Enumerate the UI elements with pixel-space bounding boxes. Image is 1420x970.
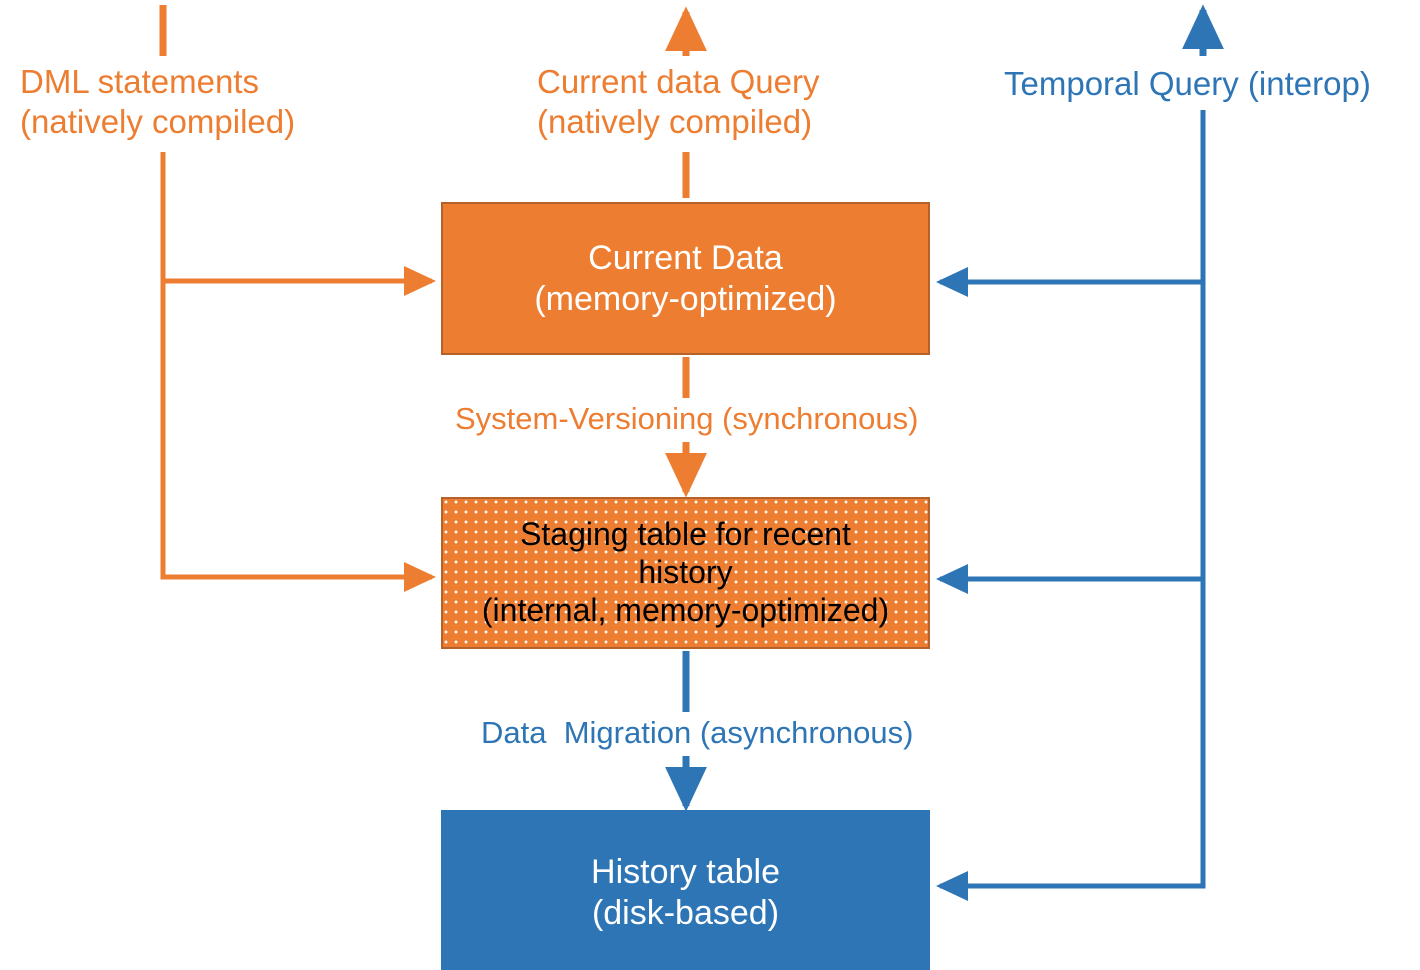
node-history-table[interactable]: History table (disk-based) [441,810,930,970]
label-current-data-query: Current data Query (natively compiled) [537,63,820,140]
node-history-table-label: History table (disk-based) [591,853,780,932]
node-staging-table-label: Staging table for recent history (intern… [481,516,890,628]
node-staging-table[interactable]: Staging table for recent history (intern… [441,497,930,649]
node-current-data-label: Current Data (memory-optimized) [534,239,837,318]
connector-dml-to-staging [160,281,437,592]
label-data-migration: Data Migration (asynchronous) [481,715,914,750]
connector-temporal-query-to-staging [935,282,1206,594]
connector-temporal-query-to-current-data [935,110,1206,297]
label-system-versioning: System-Versioning (synchronous) [455,401,919,436]
connector-temporal-query-to-history [935,579,1206,901]
connector-dml-to-current-data [160,152,437,296]
label-temporal-query: Temporal Query (interop) [1004,65,1371,102]
label-dml-statements: DML statements (natively compiled) [20,63,296,140]
node-current-data[interactable]: Current Data (memory-optimized) [441,202,930,355]
